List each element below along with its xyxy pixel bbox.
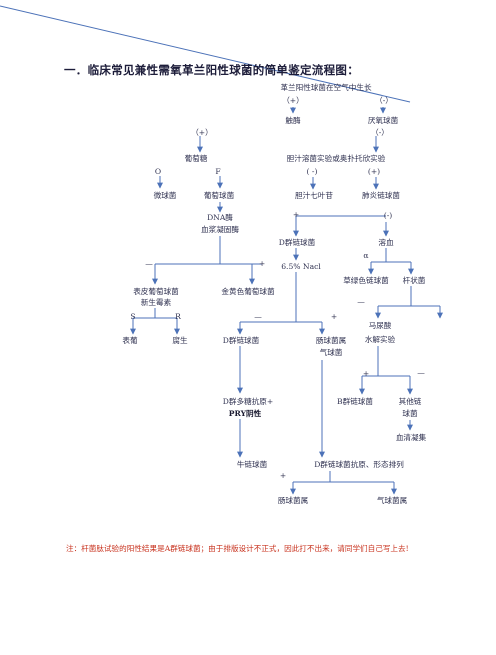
node-s-aureus: 金黄色葡萄球菌 [221,287,275,296]
node-novobiocin-s: S [130,312,136,321]
node-group-d-strep-2: D群链球菌 [222,336,260,345]
node-bile-esculin: 胆汁七叶苷 [295,191,333,200]
node-aerococcus: 气球菌 [319,348,343,357]
node-s-epidermidis: 表皮葡萄球菌 [133,287,179,296]
node-pneumococcus: 肺炎链球菌 [362,191,400,200]
node-nacl: 6.5% Nacl [281,262,321,271]
node-aerococcus-genus: 气球菌属 [376,496,408,505]
node-group-d-strep: D群链球菌 [278,238,316,247]
node-hippurate-positive: + [362,369,370,378]
node-group-d-polysaccharide: D群多糖抗原+ [222,397,274,406]
page-title: 一．临床常见兼性需氧革兰阳性球菌的简单鉴定流程图： [64,63,359,77]
node-bile-negative: ( -) [306,167,318,176]
node-bile-test: 胆汁溶菌实验或奥扑托欣实验 [286,154,386,163]
node-coagulase: 血浆凝固酶 [201,225,239,234]
node-nacl-positive: + [330,312,338,321]
footnote: 注：杆菌肽试验的阳性结果是A群链球菌；由于排版设计不正式，因此打不出来，请同学们… [66,544,409,553]
node-epidermidis-short: 表葡 [122,336,138,345]
node-serum-agglutination: 血清凝集 [395,433,427,442]
node-hemolysis: 溶血 [378,238,394,247]
node-root: 革兰阳性球菌在空气中生长 [280,83,372,92]
node-catalase-negative: （-） [371,128,389,137]
node-hydrolysis: 水解实验 [364,335,396,344]
node-enterococcus-genus: 肠球菌属 [277,496,309,505]
node-d-antigen: D群链球菌抗原、形态排列 [314,460,404,469]
node-viridans: 草绿色链球菌 [343,276,389,285]
node-esculin-positive: + [292,210,300,219]
diagonal-line [0,5,411,103]
node-leuconostoc: 杆状菌 [402,276,426,285]
node-s-bovis: 牛链球菌 [236,460,268,469]
node-catalase: 触酶 [285,116,301,125]
node-hippurate-negative: — [417,368,425,377]
node-hippurate: 马尿酸 [368,321,392,330]
node-catalase-positive: （+） [191,128,213,137]
node-novobiocin: 新生霉素 [140,298,172,307]
node-leuconostoc-negative: — [357,297,365,306]
node-novobiocin-r: R [175,312,181,321]
node-hemolysis-alpha: α [363,251,369,260]
node-nacl-negative: — [254,312,262,321]
node-root-positive: （+） [282,96,304,105]
node-staphylococcus: 葡萄球菌 [203,191,235,200]
node-root-negative: （-） [375,96,393,105]
node-dnase-positive: + [258,259,266,268]
node-dnase: DNA酶 [207,213,233,222]
node-saprophyticus-short: 腐生 [172,336,188,345]
node-bile-positive: (+) [367,167,381,176]
node-glucose-o: O [154,167,162,176]
node-pry-negative: PRY阴性 [228,409,262,418]
node-enterococcus: 肠球菌属 [315,336,347,345]
node-other-strep-2: 球菌 [402,409,418,418]
node-glucose: 葡萄糖 [184,154,208,163]
node-d-antigen-positive: + [279,471,287,480]
node-glucose-f: F [215,167,221,176]
node-esculin-negative: (-) [383,211,393,220]
node-dnase-negative: — [145,259,153,268]
node-group-b-strep: B群链球菌 [337,397,373,406]
node-micrococcus: 微球菌 [153,191,177,200]
node-anaerobic-cocci: 厌氧球菌 [367,116,399,125]
node-other-strep: 其他链 [398,397,422,406]
